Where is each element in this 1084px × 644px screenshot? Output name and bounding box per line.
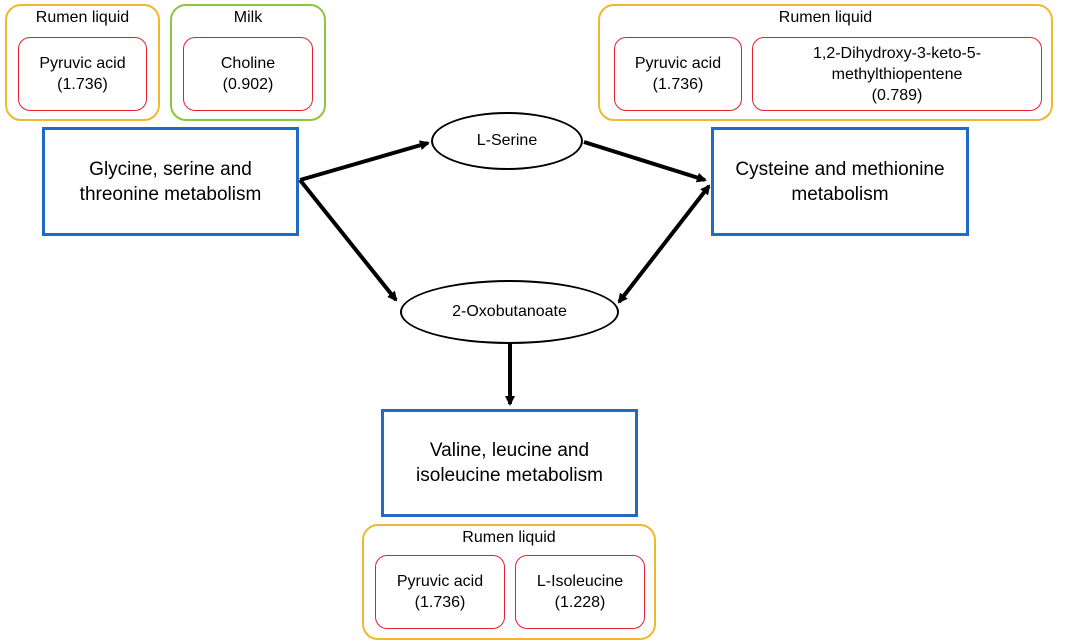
node-label: 2-Oxobutanoate bbox=[452, 303, 567, 320]
compound-name: L-Isoleucine bbox=[536, 573, 624, 590]
rumen-liquid-group-top-left: Rumen liquid Pyruvic acid (1.736) bbox=[5, 4, 160, 121]
compound-value: (1.736) bbox=[57, 76, 108, 93]
pathway-label-line1: Glycine, serine and bbox=[89, 158, 252, 180]
pathway-glycine-serine-threonine: Glycine, serine and threonine metabolism bbox=[42, 127, 299, 236]
compound-name-line1: 1,2-Dihydroxy-3-keto-5- bbox=[812, 44, 982, 62]
compound-pyruvic-acid: Pyruvic acid (1.736) bbox=[18, 37, 147, 111]
node-2-oxobutanoate: 2-Oxobutanoate bbox=[400, 280, 619, 344]
pathway-cysteine-methionine: Cysteine and methionine metabolism bbox=[711, 127, 969, 236]
compound-pyruvic-acid: Pyruvic acid (1.736) bbox=[614, 37, 742, 111]
arrow-glycine-to-oxobutanoate bbox=[298, 178, 398, 302]
compound-value: (1.228) bbox=[554, 594, 606, 611]
milk-group: Milk Choline (0.902) bbox=[170, 4, 326, 121]
compound-name: Choline bbox=[220, 55, 276, 72]
compound-pyruvic-acid: Pyruvic acid (1.736) bbox=[375, 555, 505, 629]
group-title: Milk bbox=[233, 9, 263, 26]
group-title: Rumen liquid bbox=[778, 9, 873, 26]
compound-value: (0.902) bbox=[222, 76, 274, 93]
group-title: Rumen liquid bbox=[462, 529, 556, 546]
pathway-label-line1: Cysteine and methionine bbox=[735, 158, 945, 180]
group-title: Rumen liquid bbox=[35, 9, 130, 26]
pathway-label-line1: Valine, leucine and bbox=[429, 440, 590, 461]
pathway-label-line2: isoleucine metabolism bbox=[416, 465, 603, 486]
compound-name-line2: methylthiopentene bbox=[831, 65, 963, 83]
pathway-valine-leucine-isoleucine: Valine, leucine and isoleucine metabolis… bbox=[381, 409, 638, 517]
rumen-liquid-group-top-right: Rumen liquid Pyruvic acid (1.736) 1,2-Di… bbox=[598, 4, 1053, 121]
compound-value: (1.736) bbox=[414, 594, 466, 611]
compound-l-isoleucine: L-Isoleucine (1.228) bbox=[515, 555, 645, 629]
compound-name: Pyruvic acid bbox=[39, 55, 126, 72]
compound-value: (0.789) bbox=[871, 86, 923, 104]
arrow-cysteine-oxobutanoate-bidirectional bbox=[617, 184, 711, 304]
compound-name: Pyruvic acid bbox=[634, 55, 722, 72]
compound-value: (1.736) bbox=[652, 76, 704, 93]
arrow-serine-to-cysteine bbox=[583, 140, 707, 183]
compound-dihydroxy-keto-methylthiopentene: 1,2-Dihydroxy-3-keto-5- methylthiopenten… bbox=[752, 37, 1042, 111]
node-l-serine: L-Serine bbox=[431, 112, 583, 170]
pathway-label-line2: threonine metabolism bbox=[79, 183, 262, 205]
compound-choline: Choline (0.902) bbox=[183, 37, 313, 111]
compound-name: Pyruvic acid bbox=[396, 573, 484, 590]
arrow-glycine-to-serine bbox=[299, 140, 430, 182]
node-label: L-Serine bbox=[476, 132, 538, 149]
pathway-label-line2: metabolism bbox=[791, 183, 889, 205]
rumen-liquid-group-bottom: Rumen liquid Pyruvic acid (1.736) L-Isol… bbox=[362, 524, 656, 640]
